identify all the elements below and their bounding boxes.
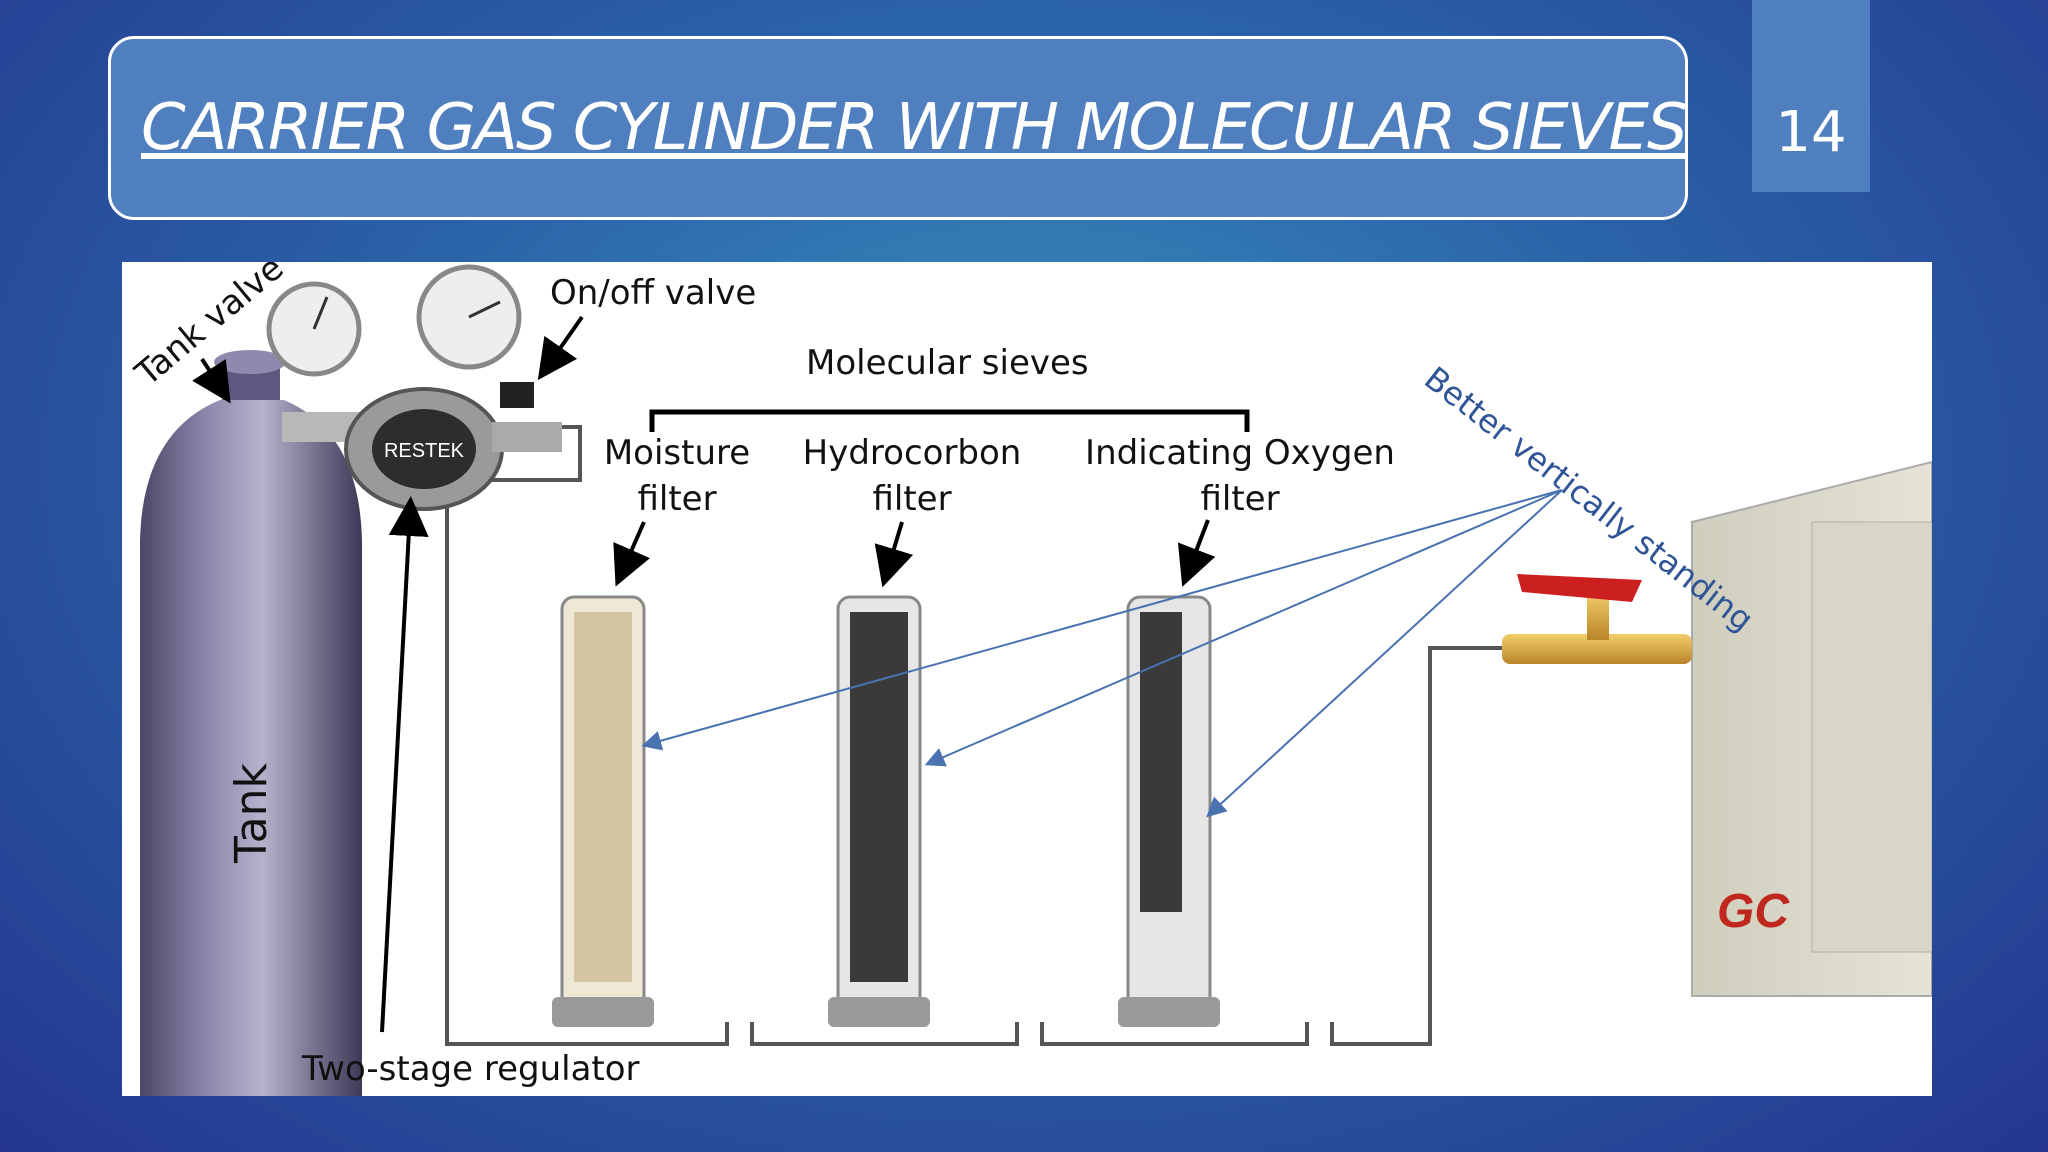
gas-tubing: [382, 425, 1502, 1046]
oxygen-filter-label: Indicating Oxygen filter: [1085, 433, 1395, 519]
slide-number: 14: [1775, 100, 1847, 165]
title-box: CARRIER GAS CYLINDER WITH MOLECULAR SIEV…: [108, 36, 1688, 220]
sieves-bracket: [649, 409, 1250, 432]
regulator-brand: RESTEK: [384, 440, 465, 462]
diagram-figure: RESTEK GC: [122, 262, 1932, 1096]
diagram-graphics: RESTEK GC: [140, 264, 1932, 1096]
molecular-sieves-label: Molecular sieves: [806, 343, 1089, 383]
oxygen-filter-cylinder: [1118, 595, 1220, 1027]
slide-number-box: 14: [1752, 0, 1870, 192]
gc-inlet-valve: [1502, 574, 1692, 664]
gc-logo: GC: [1717, 885, 1790, 938]
gc-instrument: GC: [1691, 460, 1932, 997]
moisture-filter-cylinder: [552, 595, 654, 1027]
blue-arrows: [641, 489, 1563, 818]
regulator-label: Two-stage regulator: [302, 1049, 640, 1089]
tank-label: Tank: [225, 763, 277, 863]
on-off-valve-label: On/off valve: [550, 273, 757, 313]
hydrocarbon-filter-cylinder: [828, 595, 930, 1027]
slide-title: CARRIER GAS CYLINDER WITH MOLECULAR SIEV…: [141, 91, 1688, 165]
moisture-filter-label: Moisture filter: [603, 433, 751, 519]
two-stage-regulator: RESTEK: [266, 264, 562, 511]
black-arrows: [192, 315, 1216, 1033]
gas-tank: [140, 350, 362, 1096]
hydrocarbon-filter-label: Hydrocorbon filter: [802, 433, 1022, 519]
